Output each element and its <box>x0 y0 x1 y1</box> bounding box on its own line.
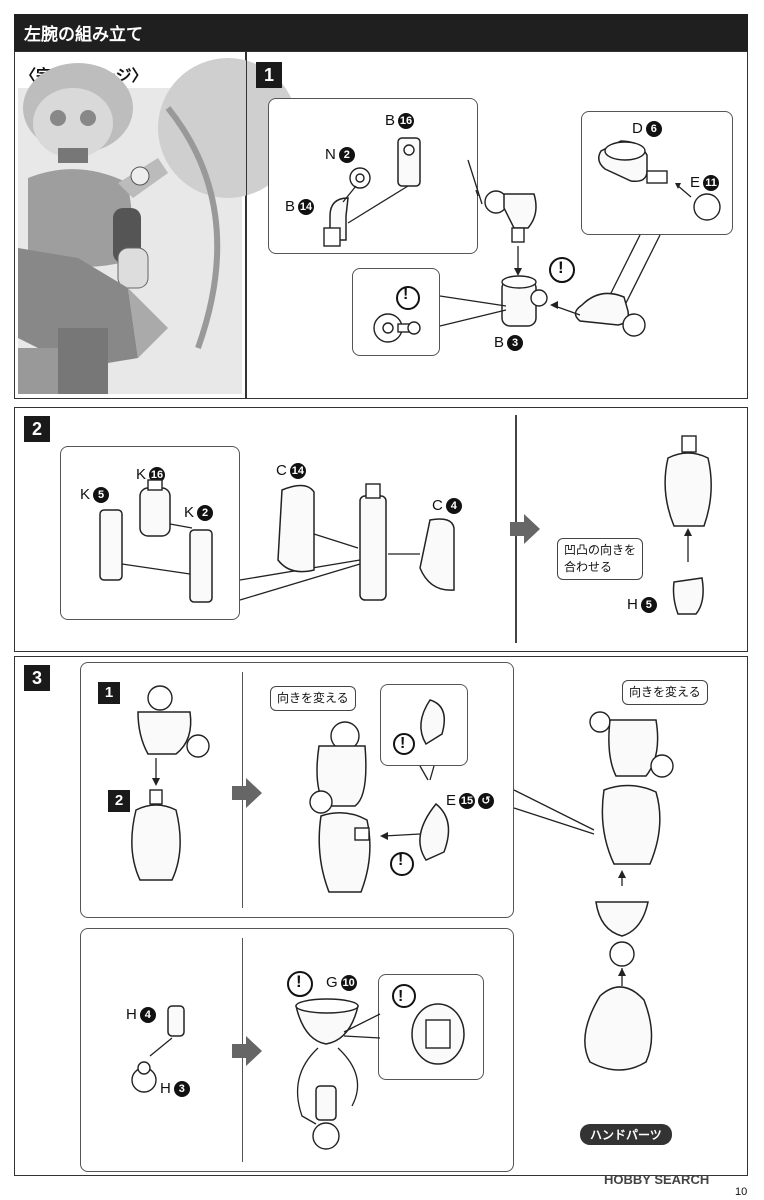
warning-mark-e15-detail: ! <box>400 735 406 752</box>
step-2-panel <box>14 407 748 652</box>
warning-mark-detail: ! <box>403 286 409 303</box>
note-rotate-a: 向きを変える <box>270 686 356 711</box>
step3-e15-part-drawing <box>380 802 450 876</box>
hand-parts-label: ハンドパーツ <box>580 1124 672 1145</box>
next-arrow-step3-lower <box>232 1036 262 1066</box>
step2-arm-drawing <box>99 479 213 603</box>
section-header-bar <box>14 14 748 51</box>
note-rotate-b: 向きを変える <box>622 680 708 705</box>
warning-icon <box>549 257 575 283</box>
detail-socket-drawing <box>373 286 421 343</box>
step-2-number: 2 <box>24 416 50 442</box>
step3-lower-left-drawing <box>131 1005 185 1093</box>
preview-panel <box>14 51 246 399</box>
step1-d6-callout-and-assembly <box>550 234 661 337</box>
warning-icon-g10 <box>287 971 313 997</box>
warning-mark: ! <box>558 258 564 277</box>
warning-mark-g10: ! <box>296 972 302 991</box>
step-3-panel <box>14 656 748 1176</box>
detail-box-socket <box>352 268 440 356</box>
detail-callout-lines <box>439 295 507 327</box>
warning-mark-e15: ! <box>398 852 404 869</box>
section-title: 左腕の組み立て <box>24 25 143 44</box>
step3-right-assembly-drawing <box>584 711 674 1071</box>
step-1-number: 1 <box>256 62 282 88</box>
next-arrow-step3-upper <box>232 778 262 808</box>
step3-g10-drawing <box>295 998 359 1150</box>
step3-upper-callout <box>513 789 595 835</box>
callout-line-subassembly <box>467 159 483 205</box>
step3-detail-g10-drawing <box>392 984 465 1065</box>
step3-left-parts-drawing <box>131 685 210 881</box>
step-1-panel <box>246 51 748 399</box>
step3-middle-assembly-drawing <box>309 721 371 893</box>
step3-ref-step2: 2 <box>108 790 130 812</box>
step1-subassembly-drawing <box>323 137 421 247</box>
watermark-text: HOBBY SEARCH <box>604 1172 710 1187</box>
step3-detail-e15-drawing <box>393 699 445 781</box>
step1-d6-e11-drawing <box>598 140 721 221</box>
step2-result-drawing <box>664 435 712 615</box>
step-3-number: 3 <box>24 665 50 691</box>
step1-subassembly-box <box>268 98 478 254</box>
note-align-orientation: 凹凸の向きを合わせる <box>557 538 644 580</box>
page-number: 10 <box>735 1186 748 1198</box>
step1-main-assembly-drawing <box>475 189 548 327</box>
step2-center-assembly-drawing <box>277 483 455 601</box>
step3-ref-step1: 1 <box>98 682 120 704</box>
preview-figure-image <box>18 58 298 394</box>
next-arrow <box>510 514 540 544</box>
step3-g10-callout <box>343 1013 381 1039</box>
warning-mark-g10-detail: ! <box>398 988 404 1005</box>
